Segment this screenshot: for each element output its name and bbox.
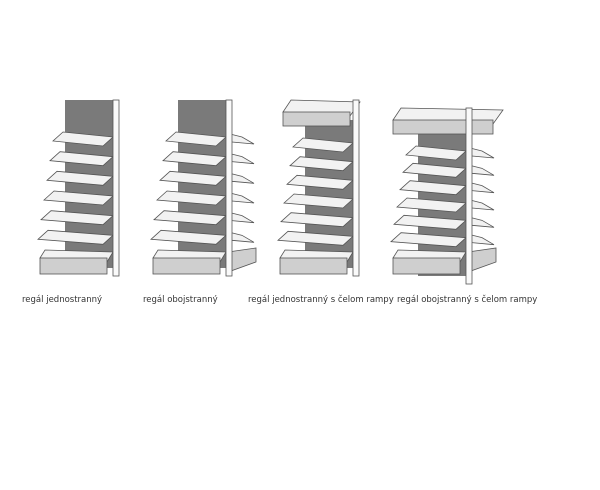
shelf: [52, 131, 114, 147]
rear-shelf: [469, 234, 495, 246]
upright-post: [225, 99, 233, 277]
rear-shelf: [229, 231, 255, 243]
caption-double-sided: regál obojstranný: [143, 295, 218, 305]
shelf: [393, 214, 467, 230]
upright-post: [112, 99, 120, 277]
caption-double-sided-ramp: regál obojstranný s čelom rampy: [397, 295, 538, 305]
upright-post: [465, 107, 473, 285]
shelving-unit: [150, 99, 257, 277]
shelf: [390, 232, 467, 248]
rear-shelf: [229, 153, 255, 165]
shelf: [405, 145, 467, 161]
shelf: [289, 156, 354, 172]
base-plinth: [152, 257, 221, 275]
rear-shelf: [469, 216, 495, 228]
shelf: [156, 190, 227, 206]
shelf: [286, 174, 354, 190]
base-plinth: [279, 257, 348, 275]
rear-shelf: [229, 133, 255, 145]
base-plinth: [392, 257, 461, 275]
shelf: [46, 170, 114, 186]
shelf: [165, 131, 227, 147]
ramp-front: [282, 111, 351, 127]
caption-single-sided: regál jednostranný: [22, 295, 103, 305]
rear-shelf: [469, 147, 495, 159]
rear-shelf: [469, 199, 495, 211]
shelf: [40, 210, 114, 226]
shelf: [277, 230, 354, 246]
shelving-unit: [390, 107, 504, 285]
shelf: [150, 229, 227, 245]
shelf: [37, 229, 114, 245]
shelf: [402, 162, 467, 178]
shelf: [292, 137, 354, 153]
rear-shelf: [229, 212, 255, 224]
shelf: [153, 210, 227, 226]
ramp-front: [392, 119, 494, 135]
shelf: [49, 151, 114, 167]
shelf: [396, 197, 467, 213]
caption-single-sided-ramp: regál jednostranný s čelom rampy: [248, 295, 394, 305]
shelf: [399, 180, 467, 196]
shelf: [162, 151, 227, 167]
rear-shelf: [469, 164, 495, 176]
base-plinth: [39, 257, 108, 275]
shelf: [43, 190, 114, 206]
rear-shelf: [229, 192, 255, 204]
upright-post: [352, 99, 360, 277]
shelf: [159, 170, 227, 186]
shelving-unit: [277, 99, 361, 277]
shelving-unit: [37, 99, 120, 277]
shelf: [283, 193, 354, 209]
shelf: [280, 212, 354, 228]
rear-shelf: [469, 182, 495, 194]
rear-shelf: [229, 172, 255, 184]
